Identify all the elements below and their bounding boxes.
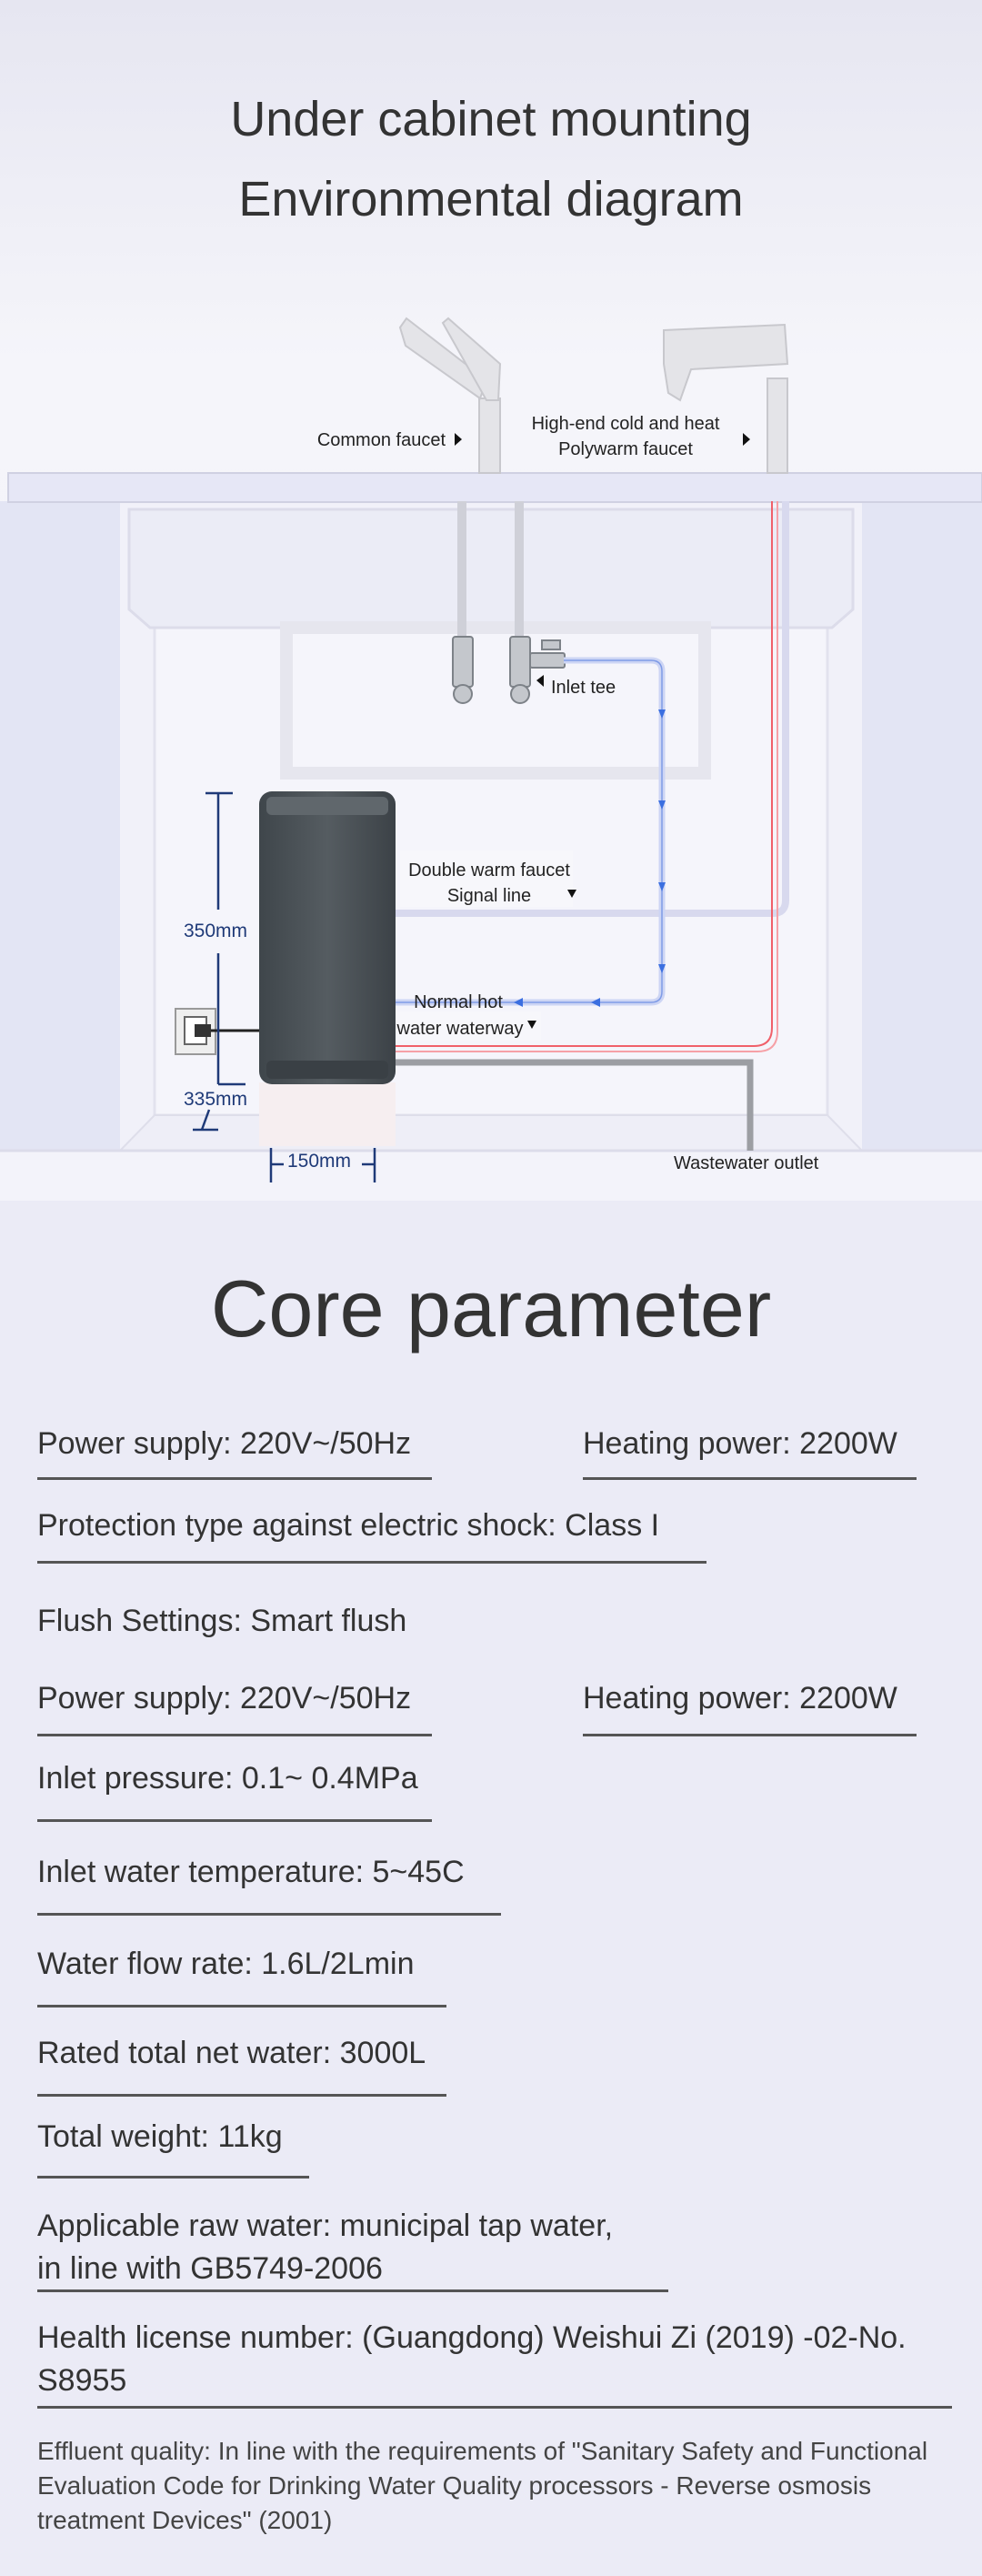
normal-hot-label-2: water waterway	[396, 1019, 524, 1039]
param-rated-water: Rated total net water: 3000L	[37, 2036, 426, 2070]
divider	[37, 1477, 432, 1480]
param-raw-water-2: in line with GB5749-2006	[37, 2251, 383, 2286]
param-effluent-quality: Effluent quality: In line with the requi…	[37, 2437, 928, 2534]
param-heating-power-2: Heating power: 2200W	[583, 1681, 897, 1716]
cabinet-right-wall	[862, 501, 982, 1151]
dimension-lines	[193, 791, 376, 1182]
param-flow-rate: Water flow rate: 1.6L/2Lmin	[37, 1947, 415, 1981]
hot-water-pipe	[396, 501, 773, 1047]
polywarm-faucet	[663, 323, 789, 474]
wastewater-pipe	[396, 1059, 754, 1151]
param-power-supply: Power supply: 220V~/50Hz	[37, 1426, 412, 1461]
cabinet-left-wall	[0, 501, 120, 1151]
inlet-tee-label: Inlet tee	[551, 678, 616, 698]
polywarm-faucet-label-2: Polywarm faucet	[558, 439, 693, 459]
param-weight: Total weight: 11kg	[37, 2119, 283, 2154]
param-power-supply-2: Power supply: 220V~/50Hz	[37, 1681, 412, 1716]
divider	[37, 1913, 501, 1916]
polywarm-faucet-label-1: High-end cold and heat	[532, 414, 720, 434]
param-heating-power: Heating power: 2200W	[583, 1426, 897, 1461]
countertop	[7, 472, 982, 503]
divider	[583, 1734, 917, 1736]
divider	[37, 2176, 309, 2179]
divider	[37, 1819, 432, 1822]
diagram-title-line-1: Under cabinet mounting	[230, 92, 752, 146]
divider	[37, 2005, 446, 2007]
depth-dimension-label: 335mm	[184, 1089, 247, 1110]
divider	[37, 2406, 952, 2409]
common-faucet-label: Common faucet	[317, 430, 446, 450]
angle-valve	[452, 636, 566, 704]
flow-arrows	[514, 709, 666, 1007]
param-license-2: S8955	[37, 2363, 127, 2398]
core-parameter-title: Core parameter	[210, 1263, 772, 1353]
power-socket-icon	[175, 1008, 259, 1055]
param-inlet-pressure: Inlet pressure: 0.1~ 0.4MPa	[37, 1761, 418, 1796]
param-inlet-temperature: Inlet water temperature: 5~45C	[37, 1855, 465, 1889]
arrow-right-icon	[455, 433, 462, 446]
divider	[37, 2094, 446, 2097]
common-faucet	[398, 317, 502, 474]
height-dimension-label: 350mm	[184, 921, 247, 941]
arrow-left-icon	[536, 675, 544, 687]
param-raw-water-1: Applicable raw water: municipal tap wate…	[37, 2209, 614, 2243]
divider	[37, 2289, 668, 2292]
signal-line-label-2: Signal line	[447, 886, 531, 906]
installation-diagram: Common faucet High-end cold and heat Pol…	[0, 0, 982, 1201]
diagram-title-line-2: Environmental diagram	[238, 172, 744, 226]
wastewater-outlet-label: Wastewater outlet	[674, 1153, 819, 1173]
water-heater-device	[259, 791, 396, 1084]
divider	[583, 1477, 917, 1480]
arrow-right-icon	[743, 433, 750, 446]
sink-basin	[127, 508, 855, 629]
arrow-down-icon	[527, 1021, 536, 1029]
param-flush: Flush Settings: Smart flush	[37, 1604, 407, 1638]
param-protection: Protection type against electric shock: …	[37, 1508, 660, 1543]
divider	[37, 1734, 432, 1736]
param-license-1: Health license number: (Guangdong) Weish…	[37, 2320, 907, 2355]
arrow-down-icon	[567, 890, 576, 898]
width-dimension-label: 150mm	[287, 1151, 351, 1172]
divider	[37, 1561, 706, 1564]
normal-hot-label-1: Normal hot	[414, 992, 503, 1012]
signal-line-label-1: Double warm faucet	[408, 860, 570, 880]
